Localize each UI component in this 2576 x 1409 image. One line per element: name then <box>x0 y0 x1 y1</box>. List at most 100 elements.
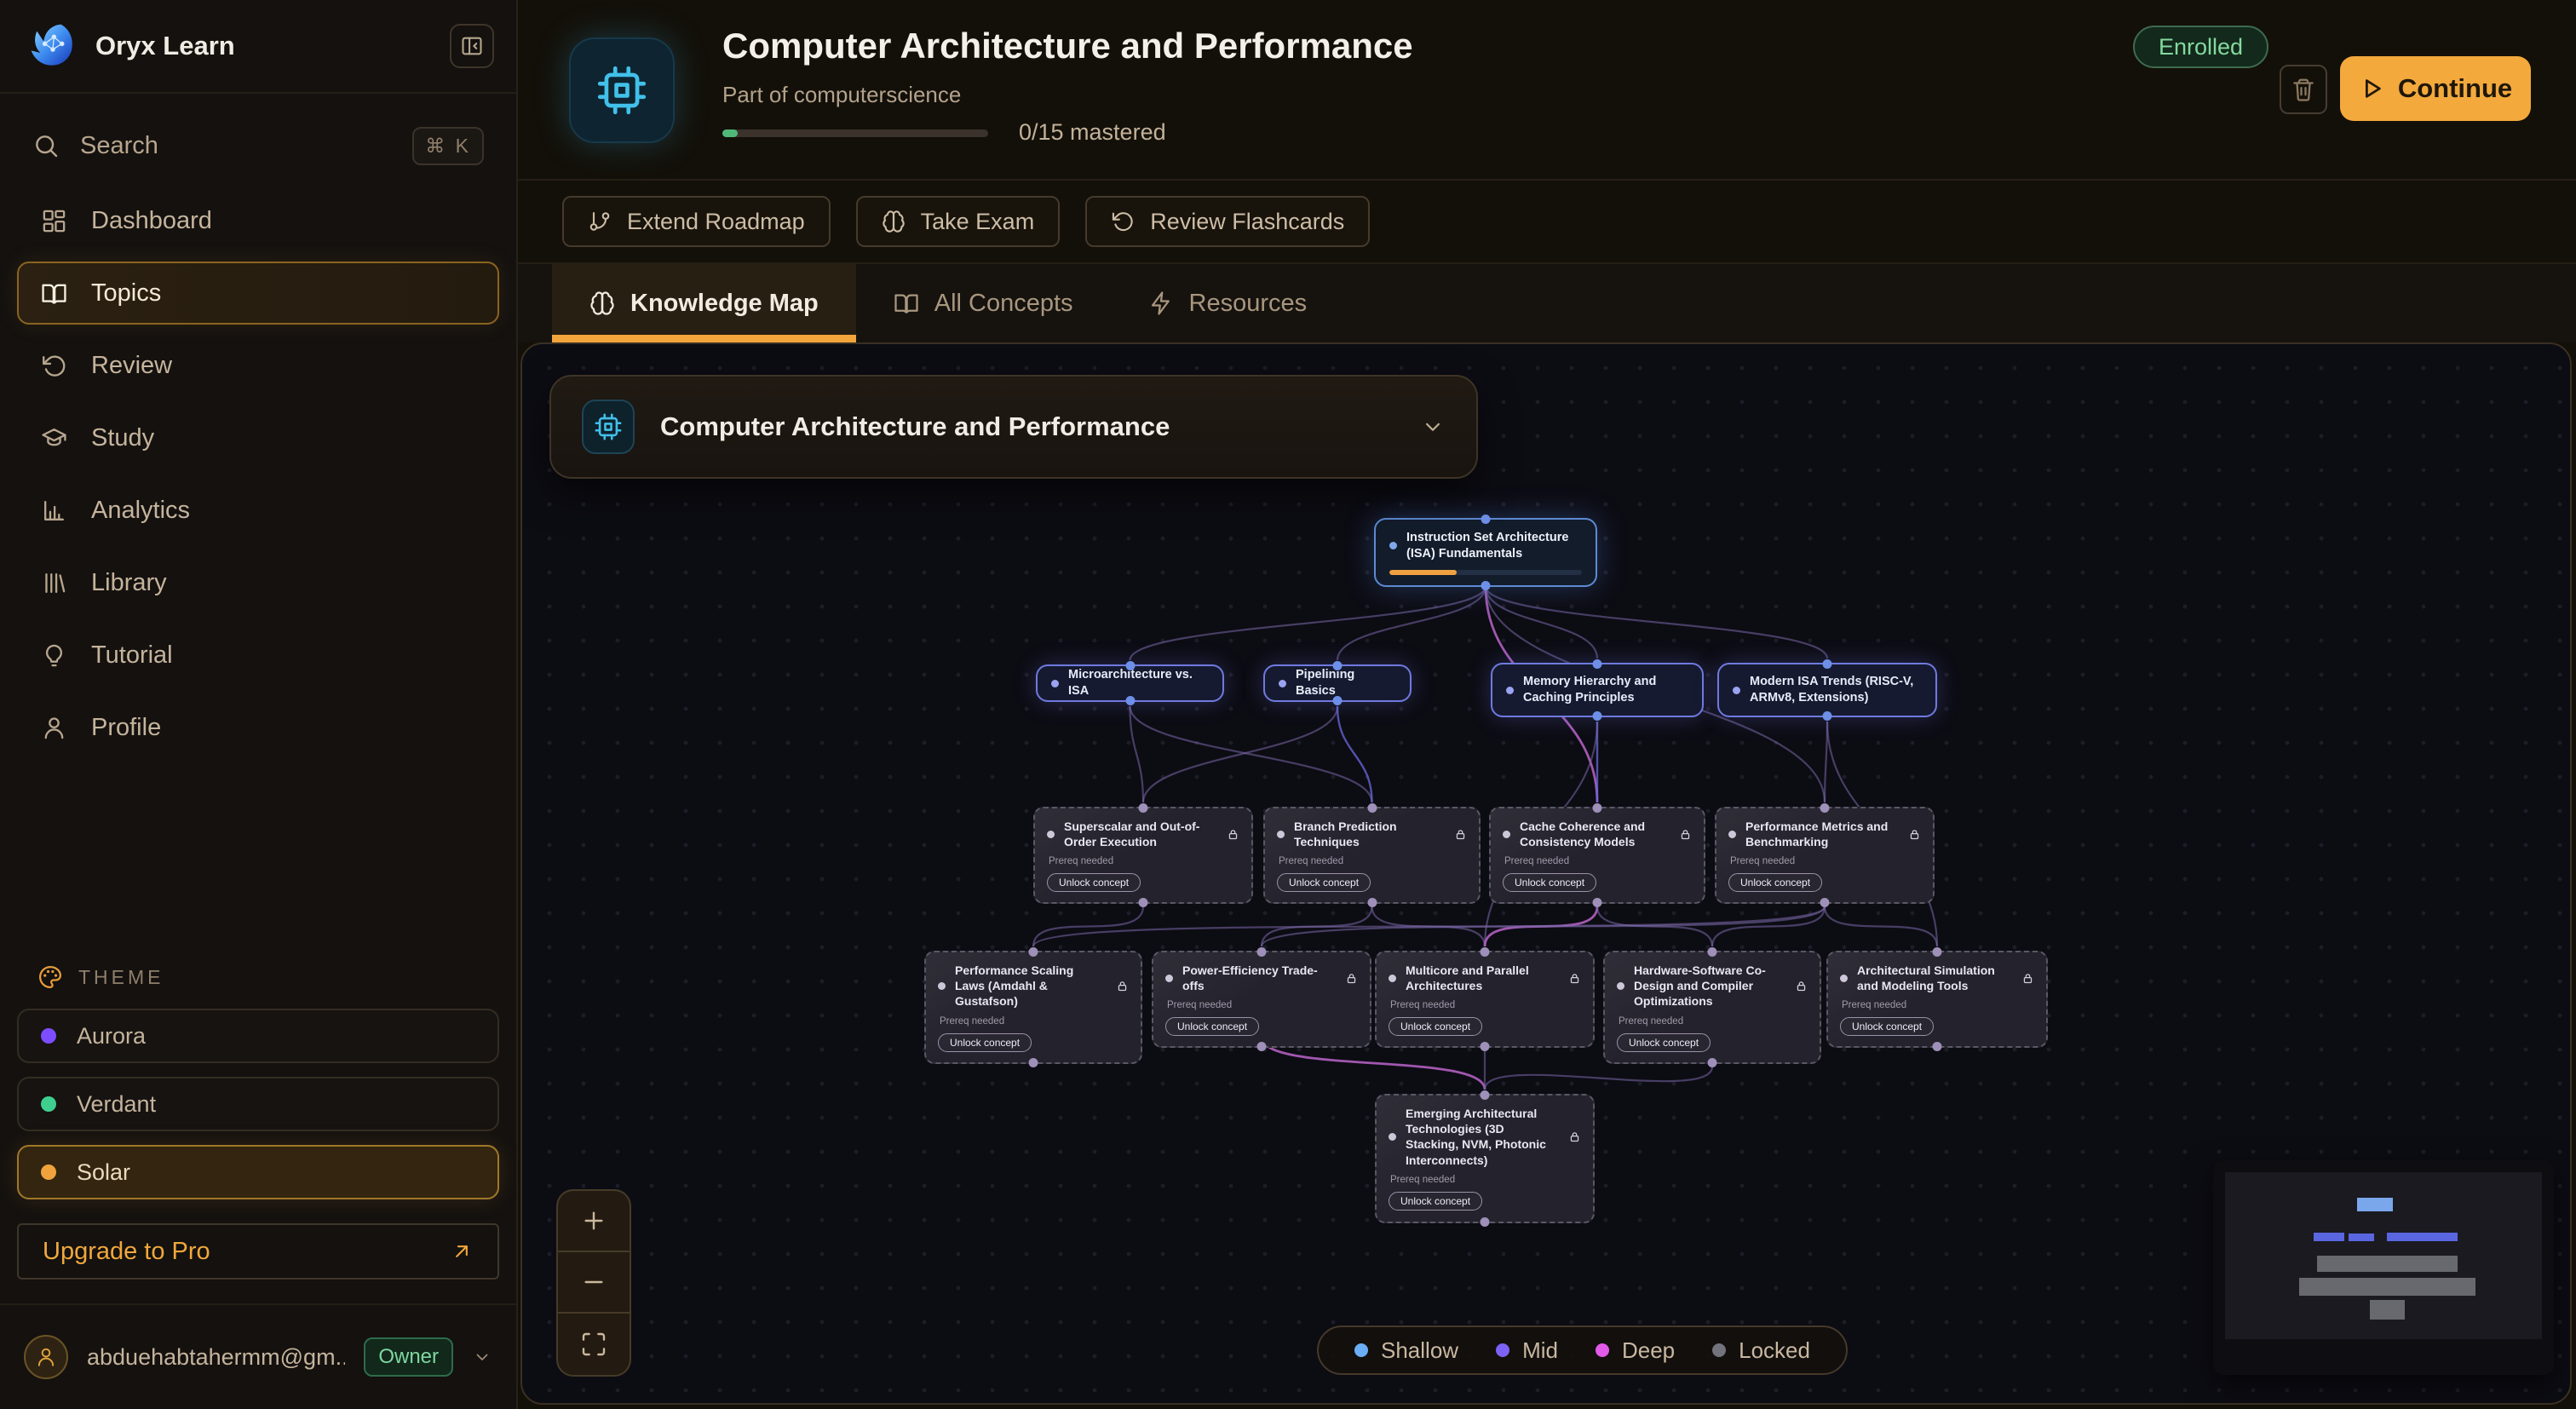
sidebar-item-profile[interactable]: Profile <box>17 696 499 759</box>
prereq-label: Prereq needed <box>1730 856 1796 867</box>
user-email: abduehabtahermm@gm... <box>87 1343 346 1370</box>
prereq-label: Prereq needed <box>1049 856 1114 867</box>
unlock-concept-button[interactable]: Unlock concept <box>1277 873 1371 893</box>
unlock-concept-button[interactable]: Unlock concept <box>1840 1017 1935 1037</box>
lock-icon <box>1795 980 1808 992</box>
review-flashcards-button[interactable]: Review Flashcards <box>1085 196 1371 247</box>
concept-node-modern[interactable]: Modern ISA Trends (RISC-V, ARMv8, Extens… <box>1717 659 1937 721</box>
arrow-up-right-icon <box>450 1239 474 1263</box>
sidebar-item-review[interactable]: Review <box>17 334 499 397</box>
tab-resources[interactable]: Resources <box>1111 264 1345 342</box>
topic-expander[interactable]: Computer Architecture and Performance <box>549 375 1478 479</box>
unlock-concept-button[interactable]: Unlock concept <box>1165 1017 1260 1037</box>
sidebar-collapse-button[interactable] <box>450 24 494 68</box>
node-port-bottom <box>1707 1057 1717 1067</box>
concept-node-pipe[interactable]: Pipelining Basics <box>1263 661 1412 705</box>
tab-knowledge-map[interactable]: Knowledge Map <box>552 264 856 342</box>
concept-node-root[interactable]: Instruction Set Architecture (ISA) Funda… <box>1374 515 1597 590</box>
unlock-concept-button[interactable]: Unlock concept <box>1503 873 1597 893</box>
unlock-concept-button[interactable]: Unlock concept <box>1389 1191 1483 1211</box>
graph-edges <box>1032 585 1939 1090</box>
sidebar-item-label: Topics <box>91 279 162 307</box>
role-badge: Owner <box>364 1337 453 1377</box>
take-exam-button[interactable]: Take Exam <box>855 196 1061 247</box>
concept-node-hwsw[interactable]: Hardware-Software Co-Design and Compiler… <box>1603 947 1821 1067</box>
node-port-top <box>1256 947 1267 957</box>
search-placeholder: Search <box>80 131 158 159</box>
concept-node-archsim[interactable]: Architectural Simulation and Modeling To… <box>1826 947 2048 1052</box>
sidebar-item-study[interactable]: Study <box>17 406 499 469</box>
sidebar-item-topics[interactable]: Topics <box>17 262 499 325</box>
theme-option-verdant[interactable]: Verdant <box>17 1077 499 1131</box>
theme-option-solar[interactable]: Solar <box>17 1145 499 1199</box>
sidebar-spacer <box>0 759 516 964</box>
sidebar-item-library[interactable]: Library <box>17 551 499 614</box>
node-title: Performance Scaling Laws (Amdahl & Gusta… <box>955 963 1074 1009</box>
delete-topic-button[interactable] <box>2280 65 2327 114</box>
sidebar-item-label: Library <box>91 568 167 596</box>
brain-icon <box>882 210 906 233</box>
node-port-top <box>1707 947 1717 957</box>
node-port-top <box>1138 803 1148 813</box>
concept-node-micro[interactable]: Microarchitecture vs. ISA <box>1036 661 1224 705</box>
action-button-label: Extend Roadmap <box>627 208 805 234</box>
sidebar-item-label: Review <box>91 351 173 379</box>
minimap[interactable] <box>2213 1160 2554 1375</box>
node-port-bottom <box>1592 711 1602 721</box>
cpu-icon <box>594 412 623 441</box>
knowledge-map-canvas[interactable]: Computer Architecture and Performance In… <box>520 342 2572 1405</box>
unlock-concept-button[interactable]: Unlock concept <box>1389 1017 1483 1037</box>
concept-node-mem[interactable]: Memory Hierarchy and Caching Principles <box>1491 659 1704 721</box>
continue-button[interactable]: Continue <box>2340 56 2531 121</box>
extend-roadmap-button[interactable]: Extend Roadmap <box>562 196 831 247</box>
theme-option-label: Verdant <box>77 1090 157 1117</box>
node-status-dot <box>1051 679 1059 687</box>
minimap-node <box>2314 1233 2344 1241</box>
upgrade-to-pro-button[interactable]: Upgrade to Pro <box>17 1223 499 1280</box>
node-status-dot <box>1506 686 1514 694</box>
node-title: Pipelining Basics <box>1296 668 1355 698</box>
theme-option-label: Aurora <box>77 1022 147 1049</box>
fullscreen-button[interactable] <box>558 1314 630 1375</box>
node-port-bottom <box>1480 1217 1490 1227</box>
legend-label: Shallow <box>1381 1337 1459 1363</box>
brain-icon <box>589 290 615 316</box>
unlock-concept-button[interactable]: Unlock concept <box>1047 873 1141 893</box>
zoom-in-button[interactable] <box>558 1191 630 1252</box>
page-title: Computer Architecture and Performance <box>722 26 1413 66</box>
continue-label: Continue <box>2397 73 2513 103</box>
concept-node-emerging[interactable]: Emerging Architectural Technologies (3D … <box>1375 1090 1595 1227</box>
unlock-concept-button[interactable]: Unlock concept <box>938 1032 1032 1052</box>
theme-option-aurora[interactable]: Aurora <box>17 1009 499 1063</box>
grid-icon <box>41 208 67 234</box>
topic-expander-title: Computer Architecture and Performance <box>660 411 1170 441</box>
node-port-bottom <box>1256 1042 1267 1052</box>
node-port-top <box>1125 661 1135 670</box>
minus-icon <box>580 1268 607 1296</box>
node-port-top <box>1822 659 1832 669</box>
tab-all-concepts[interactable]: All Concepts <box>856 264 1111 342</box>
unlock-concept-button[interactable]: Unlock concept <box>1617 1032 1711 1052</box>
node-port-bottom <box>1480 1042 1490 1052</box>
user-account-row[interactable]: abduehabtahermm@gm... Owner <box>0 1303 516 1409</box>
lock-icon <box>1116 980 1129 992</box>
zoom-out-button[interactable] <box>558 1252 630 1314</box>
search-input[interactable]: Search ⌘ K <box>20 119 496 172</box>
concept-node-scaling[interactable]: Performance Scaling Laws (Amdahl & Gusta… <box>924 947 1142 1067</box>
node-status-dot <box>1840 974 1848 982</box>
sidebar-item-tutorial[interactable]: Tutorial <box>17 624 499 687</box>
trash-icon <box>2291 77 2316 102</box>
unlock-concept-button[interactable]: Unlock concept <box>1728 873 1823 893</box>
avatar <box>24 1335 68 1379</box>
sidebar-item-analytics[interactable]: Analytics <box>17 479 499 542</box>
sidebar-item-dashboard[interactable]: Dashboard <box>17 189 499 252</box>
